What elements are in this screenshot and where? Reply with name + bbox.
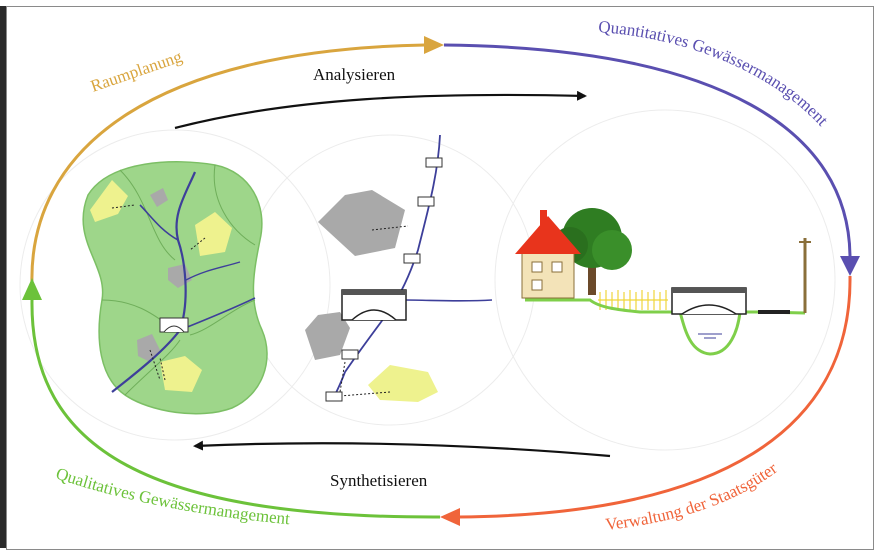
qualitativ-arrowhead — [22, 278, 42, 300]
label-verwaltung: Verwaltung der Staatsgüter — [604, 458, 780, 533]
bridge-icon — [341, 289, 407, 321]
quantitativ-arrowhead — [840, 256, 860, 276]
quantitativ-arc — [443, 43, 852, 259]
label-synthetisieren: Synthetisieren — [330, 471, 428, 490]
analysieren-arrow — [174, 90, 587, 130]
label-analysieren: Analysieren — [313, 65, 396, 84]
river-network-icon — [305, 134, 493, 402]
qualitativ-arc — [30, 299, 441, 519]
left-edge-bar — [0, 6, 6, 548]
bg-circle-left — [19, 129, 331, 441]
label-qualitativ: Qualitatives Gewässermanagement — [54, 464, 291, 529]
label-raumplanung: Raumplanung — [88, 47, 185, 96]
raumplanung-arrowhead — [424, 36, 444, 54]
landscape-scene — [515, 208, 811, 356]
bg-circle-right — [494, 109, 836, 451]
verwaltung-arc — [457, 275, 852, 519]
utility-pole-icon — [799, 238, 811, 313]
bridge-icon — [671, 287, 747, 315]
synthetisieren-arrow — [193, 440, 611, 458]
raumplanung-arc — [30, 43, 426, 286]
verwaltung-arrowhead — [440, 508, 460, 526]
house-icon — [515, 210, 581, 299]
catchment-map-icon — [82, 161, 268, 415]
